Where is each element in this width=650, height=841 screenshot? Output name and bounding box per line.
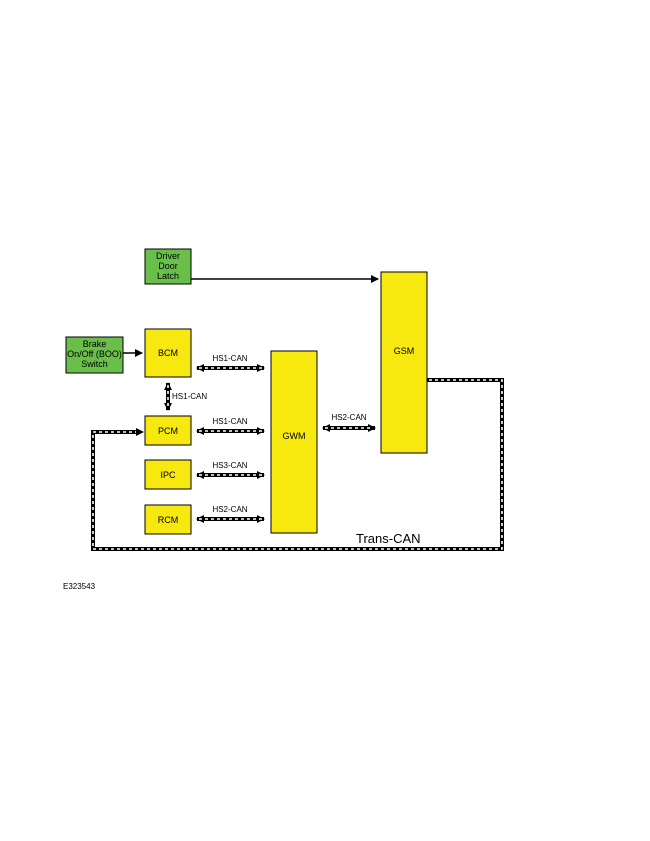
bcm-module: BCM [144,328,192,378]
ipc-module: IPC [144,459,192,490]
gwm-module: GWM [270,350,318,534]
figure-id: E323543 [63,582,96,591]
driver-door-latch-line-3: Latch [157,271,179,281]
rcm-label: RCM [158,515,179,525]
bcm-gwm-bus-label: HS1-CAN [212,354,247,363]
driver-door-latch-line-1: Driver [156,251,180,261]
driver-door-latch-module: Driver Door Latch [144,248,192,285]
bcm-pcm-bus-label: HS1-CAN [172,392,207,401]
bcm-pcm-bus: HS1-CAN [164,382,207,411]
gwm-label: GWM [283,431,306,441]
ipc-gwm-bus-label: HS3-CAN [212,461,247,470]
rcm-module: RCM [144,504,192,535]
rcm-gwm-bus-label: HS2-CAN [212,505,247,514]
pcm-module: PCM [144,415,192,446]
ipc-label: IPC [160,470,176,480]
rcm-gwm-bus: HS2-CAN [196,505,265,523]
gsm-module: GSM [380,271,428,454]
trans-can-bus: Trans-CAN [91,378,504,551]
bcm-label: BCM [158,348,178,358]
brake-switch-line-2: On/Off (BOO) [67,349,122,359]
gwm-gsm-bus-label: HS2-CAN [331,413,366,422]
ipc-gwm-bus: HS3-CAN [196,461,265,479]
pcm-gwm-bus-label: HS1-CAN [212,417,247,426]
pcm-gwm-bus: HS1-CAN [196,417,265,435]
gsm-label: GSM [394,346,415,356]
pcm-label: PCM [158,426,178,436]
gwm-gsm-bus: HS2-CAN [322,413,376,432]
brake-switch-line-1: Brake [83,339,107,349]
bcm-gwm-bus: HS1-CAN [196,354,265,372]
driver-door-latch-line-2: Door [158,261,178,271]
brake-switch-line-3: Switch [81,359,108,369]
trans-can-label: Trans-CAN [356,531,421,546]
brake-switch-module: Brake On/Off (BOO) Switch [65,336,124,374]
